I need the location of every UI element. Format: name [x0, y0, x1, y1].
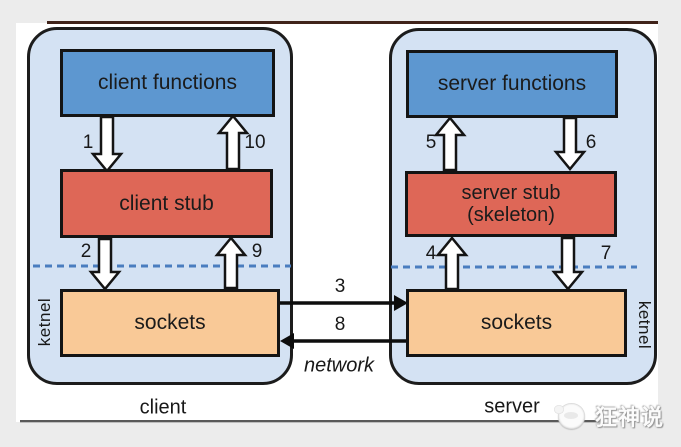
watermark: 狂神说 — [554, 400, 680, 432]
arrow-7-label: 7 — [600, 243, 612, 264]
server-sockets-label: sockets — [480, 311, 553, 335]
arrow-5-label: 5 — [425, 132, 437, 153]
bottom-border-line — [20, 420, 600, 422]
client-functions-box: client functions — [60, 49, 275, 117]
server-sockets-box: sockets — [406, 289, 627, 357]
client-stub-label: client stub — [119, 191, 214, 215]
arrow-9-label: 9 — [251, 241, 263, 262]
watermark-text: 狂神说 — [595, 405, 665, 430]
arrow-6-label: 6 — [585, 132, 597, 153]
arrow-1-label: 1 — [82, 132, 94, 153]
network-label: network — [303, 354, 375, 377]
server-stub-label: server stub — [461, 181, 561, 204]
arrow-4-label: 4 — [425, 243, 437, 264]
arrow-8-label: 8 — [334, 314, 346, 335]
client-sockets-label: sockets — [134, 311, 206, 335]
watermark-logo-icon — [554, 403, 585, 429]
arrow-2-label: 2 — [80, 241, 92, 262]
server-stub-box: server stub (skeleton) — [405, 171, 617, 237]
client-functions-label: client functions — [98, 71, 237, 95]
server-host-label: server — [484, 395, 540, 418]
arrow-3-label: 3 — [334, 276, 346, 297]
client-stub-box: client stub — [60, 169, 273, 238]
server-functions-box: server functions — [406, 50, 618, 118]
client-host-label: client — [139, 396, 187, 419]
client-sockets-box: sockets — [60, 289, 280, 357]
top-border-line — [47, 21, 658, 24]
server-kernel-label: ketnel — [635, 300, 654, 350]
arrow-10-label: 10 — [244, 132, 266, 153]
server-functions-label: server functions — [437, 72, 587, 96]
server-stub-sublabel: (skeleton) — [467, 204, 555, 226]
client-kernel-label: ketnel — [35, 297, 54, 347]
